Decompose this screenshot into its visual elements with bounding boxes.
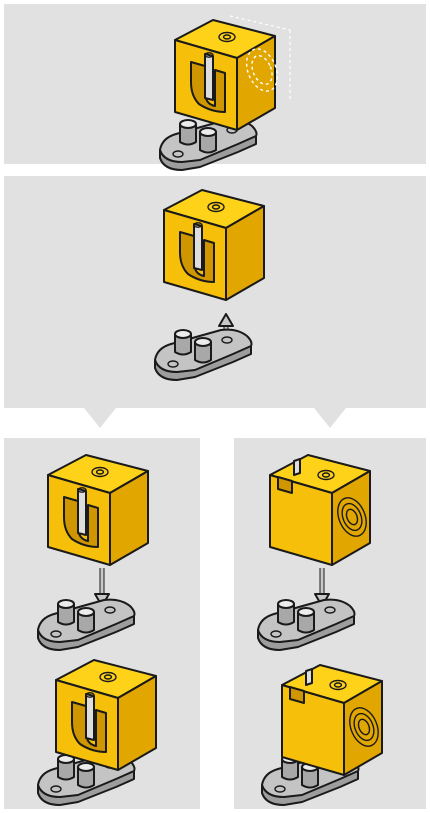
panel-separated [4,176,426,428]
sensor-block-icon [48,455,148,565]
sensor-block-icon [282,665,384,775]
panel-assembled [4,4,426,170]
sensor-block-icon [164,190,264,300]
panel-slot-orientation [4,438,200,809]
sensor-block-icon [270,455,372,565]
panel-face-orientation [234,438,426,809]
sensor-block-icon [175,20,275,130]
sensor-block-icon [56,660,156,770]
